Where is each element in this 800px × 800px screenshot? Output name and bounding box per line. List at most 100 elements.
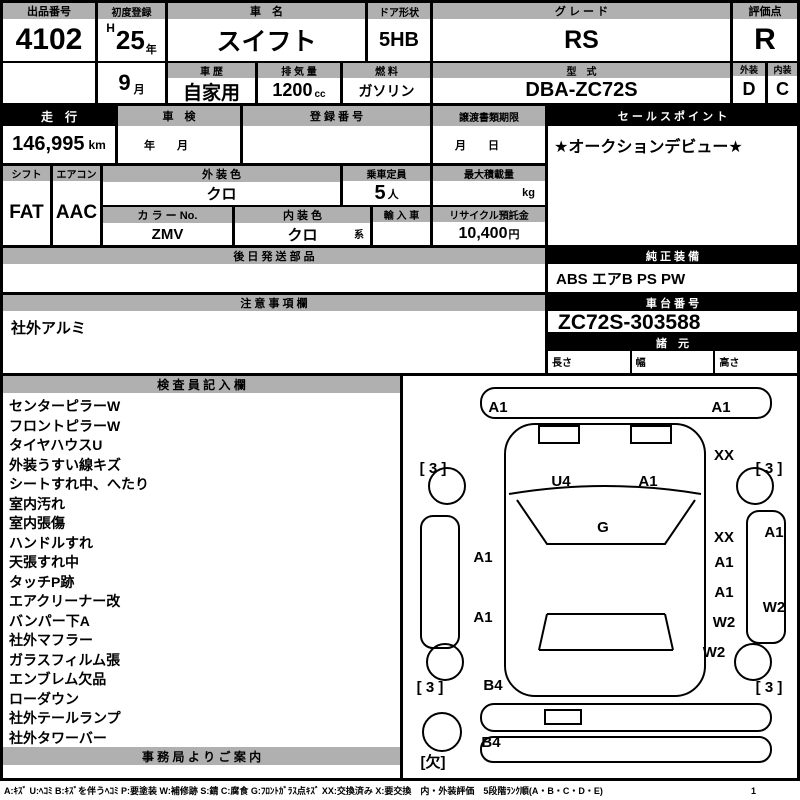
interior-color-label: 内 装 色 (235, 207, 370, 223)
inspector-list: センターピラーW フロントピラーW タイヤハウスU 外装うすい線キズ シートすれ… (3, 393, 400, 747)
interior-score-cell: 内装 C (768, 63, 797, 103)
svg-text:[ 3 ]: [ 3 ] (420, 460, 447, 477)
specs-cell: 諸 元 長さ 幅 高さ (548, 335, 797, 373)
svg-text:G: G (597, 519, 609, 536)
transfer-deadline-label: 譲渡書類期限 (433, 106, 545, 126)
inspector-cell: 検 査 員 記 入 欄 センターピラーW フロントピラーW タイヤハウスU 外装… (3, 376, 400, 778)
inspector-item: 外装うすい線キズ (9, 456, 121, 473)
inspector-item: エアクリーナー改 (9, 593, 121, 609)
vin-label: 車 台 番 号 (548, 295, 797, 311)
grade-cell: グ レ ー ド RS (433, 3, 730, 61)
history-cell: 車 歴 自家用 (168, 63, 255, 103)
first-registration-cell: 初度登録 H 25 年 (98, 3, 165, 61)
capacity-cell: 乗車定員 5 人 (343, 166, 430, 205)
recycle-fee-number: 10,400 (458, 224, 508, 242)
fuel-label: 燃 料 (343, 63, 430, 78)
registration-no-value (243, 126, 430, 163)
interior-color-suffix: 系 (354, 230, 364, 241)
registration-no-label: 登 録 番 号 (243, 106, 430, 126)
import-cell: 輸 入 車 (373, 207, 430, 245)
displacement-value: 1200 cc (258, 78, 340, 103)
specs-label: 諸 元 (548, 335, 797, 351)
inspector-item: 社外マフラー (9, 632, 93, 648)
max-load-cell: 最大積載量 kg (433, 166, 545, 205)
import-label: 輸 入 車 (373, 207, 430, 222)
model-code-cell: 型 式 DBA-ZC72S (433, 63, 730, 103)
year-unit: 年 (145, 44, 157, 56)
equipment-cell: 純 正 装 備 ABS エアB PS PW (548, 248, 797, 292)
exterior-color-label: 外 装 色 (103, 166, 340, 182)
first-registration-label: 初度登録 (98, 3, 165, 19)
spec-width: 幅 (631, 351, 714, 373)
mileage-value: 146,995 km (3, 126, 115, 163)
sales-point-label: セ ー ル ス ポ イ ン ト (548, 106, 797, 126)
inspector-item: バンパー下A (9, 612, 90, 629)
svg-text:W2: W2 (763, 599, 786, 616)
svg-text:A1: A1 (473, 549, 492, 566)
later-parts-cell: 後 日 発 送 部 品 (3, 248, 545, 292)
shift-label: シフト (3, 166, 50, 181)
door-shape-cell: ドア形状 5HB (368, 3, 430, 61)
inspector-item: タイヤハウスU (9, 437, 103, 453)
svg-text:[ 3 ]: [ 3 ] (417, 679, 444, 696)
later-parts-label: 後 日 発 送 部 品 (3, 248, 545, 264)
mileage-cell: 走 行 146,995 km (3, 106, 115, 163)
inspector-item: エンブレム欠品 (9, 671, 107, 687)
svg-text:[ 3 ]: [ 3 ] (756, 679, 783, 696)
inspector-item: ハンドルすれ (9, 534, 93, 551)
month-unit: 月 (133, 84, 145, 96)
inspector-item: 室内汚れ (9, 495, 65, 512)
recycle-fee-label: リサイクル預託金 (433, 207, 545, 222)
shift-cell: シフト FAT (3, 166, 50, 245)
interior-score-value: C (776, 79, 789, 99)
svg-text:XX: XX (714, 529, 734, 546)
car-name-cell: 車 名 スイフト (168, 3, 365, 61)
aircon-cell: エアコン AAC (53, 166, 100, 245)
svg-text:[ 3 ]: [ 3 ] (756, 460, 783, 477)
car-name-value: スイフト (216, 28, 317, 56)
sales-point-value: ★オークションデビュー★ (554, 139, 743, 156)
history-label: 車 歴 (168, 63, 255, 78)
exterior-color-cell: 外 装 色 クロ (103, 166, 340, 205)
auction-no-cell: 出品番号 4102 (3, 3, 95, 61)
color-no-cell: カ ラ ー No. ZMV (103, 207, 232, 245)
vin-value: ZC72S-303588 (558, 311, 701, 332)
svg-text:A1: A1 (488, 399, 507, 416)
displacement-label: 排 気 量 (258, 63, 340, 78)
registration-no-cell: 登 録 番 号 (243, 106, 430, 163)
first-registration-month: 9 月 (98, 63, 165, 103)
svg-text:A1: A1 (638, 473, 657, 490)
fuel-value: ガソリン (358, 82, 415, 99)
model-code-label: 型 式 (433, 63, 730, 78)
door-shape-value: 5HB (378, 28, 419, 51)
notes-value: 社外アルミ (11, 320, 86, 337)
capacity-label: 乗車定員 (343, 166, 430, 181)
mileage-number: 146,995 (12, 133, 85, 155)
capacity-number: 5 (374, 181, 386, 204)
later-parts-value (3, 264, 545, 292)
car-name-label: 車 名 (168, 3, 365, 19)
inspector-item: 社外テールランプ (9, 710, 121, 726)
inspector-item: ガラスフィルム張 (9, 651, 121, 668)
color-no-label: カ ラ ー No. (103, 207, 232, 223)
aircon-value: AAC (55, 202, 98, 223)
auction-no-value: 4102 (15, 23, 83, 56)
exterior-color-value: クロ (206, 186, 237, 203)
exterior-score-value: D (742, 79, 756, 99)
era-letter: H (106, 21, 115, 35)
history-value: 自家用 (182, 83, 240, 103)
first-registration-year: H 25 年 (98, 19, 165, 61)
interior-color-cell: 内 装 色 クロ 系 (235, 207, 370, 245)
mileage-label: 走 行 (3, 106, 115, 126)
interior-color-value: クロ 系 (235, 223, 370, 245)
inspector-item: 天張すれ中 (9, 554, 79, 570)
recycle-fee-cell: リサイクル預託金 10,400 円 (433, 207, 545, 245)
inspector-item: ローダウン (9, 690, 79, 707)
model-code-value: DBA-ZC72S (525, 79, 638, 101)
grade-value: RS (564, 25, 599, 54)
mileage-unit: km (88, 137, 106, 152)
svg-text:A1: A1 (711, 399, 730, 416)
shift-value: FAT (9, 202, 44, 223)
score-value: R (754, 23, 776, 56)
